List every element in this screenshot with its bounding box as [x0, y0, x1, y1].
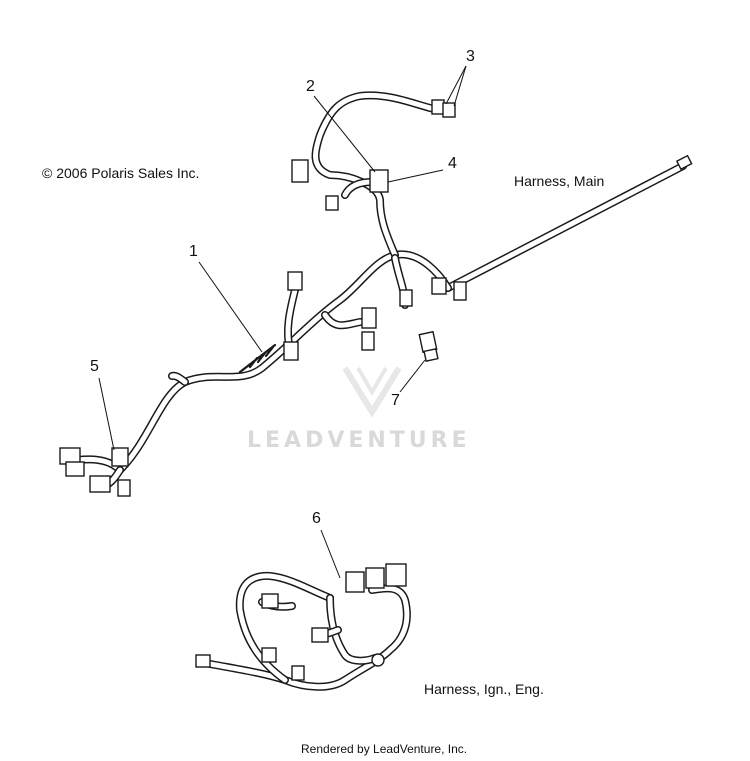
footer-credit: Rendered by LeadVenture, Inc.: [301, 742, 468, 756]
callout-7: 7: [391, 392, 400, 409]
callout-5: 5: [90, 358, 99, 375]
caption-main-harness: Harness, Main: [514, 173, 605, 189]
watermark-text: LEADVENTURE: [247, 428, 471, 453]
main-harness-left-cluster: [74, 371, 189, 492]
part-7-connector: [418, 330, 439, 362]
main-harness-upper-branch: [311, 91, 447, 259]
main-harness-mid-branches: [283, 254, 409, 354]
callout-6: 6: [312, 510, 321, 527]
leader-lines: [98, 65, 467, 579]
watermark-logo-icon: [342, 366, 402, 418]
main-harness-tail: [444, 154, 693, 292]
callout-1: 1: [189, 243, 198, 260]
main-harness: [59, 91, 693, 497]
callout-2: 2: [306, 78, 315, 95]
copyright-notice: © 2006 Polaris Sales Inc.: [42, 165, 200, 181]
ign-eng-harness: [195, 563, 411, 691]
caption-ign-eng-harness: Harness, Ign., Eng.: [424, 681, 544, 697]
callout-4: 4: [448, 155, 457, 172]
callout-3: 3: [466, 48, 475, 65]
